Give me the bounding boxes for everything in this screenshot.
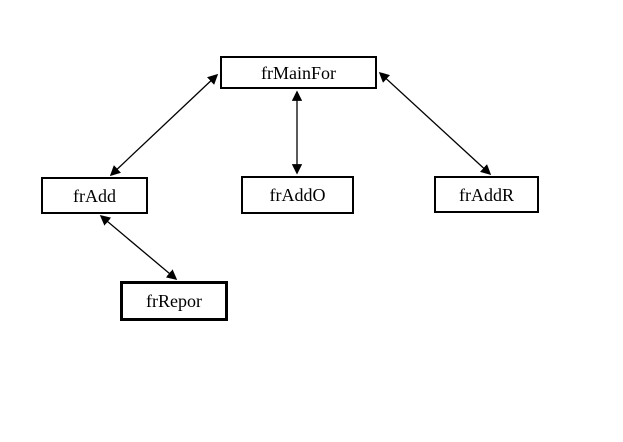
node-fraddo: frAddO	[241, 176, 354, 214]
node-fraddo-label: frAddO	[269, 185, 326, 205]
node-frmainfor: frMainFor	[220, 56, 377, 89]
node-fraddr: frAddR	[434, 176, 539, 213]
node-frrepor: frRepor	[120, 281, 228, 321]
node-fraddr-label: frAddR	[459, 184, 514, 205]
node-frrepor-label: frRepor	[146, 291, 202, 311]
node-frmainfor-label: frMainFor	[261, 62, 336, 83]
edge-fradd-frrepor-arrow	[99, 214, 178, 281]
node-fradd: frAdd	[41, 177, 148, 214]
edge-frmainfor-fraddr-arrow	[378, 71, 492, 176]
edge-frmainfor-fradd-arrow	[109, 73, 219, 177]
node-fradd-label: frAdd	[73, 185, 116, 206]
